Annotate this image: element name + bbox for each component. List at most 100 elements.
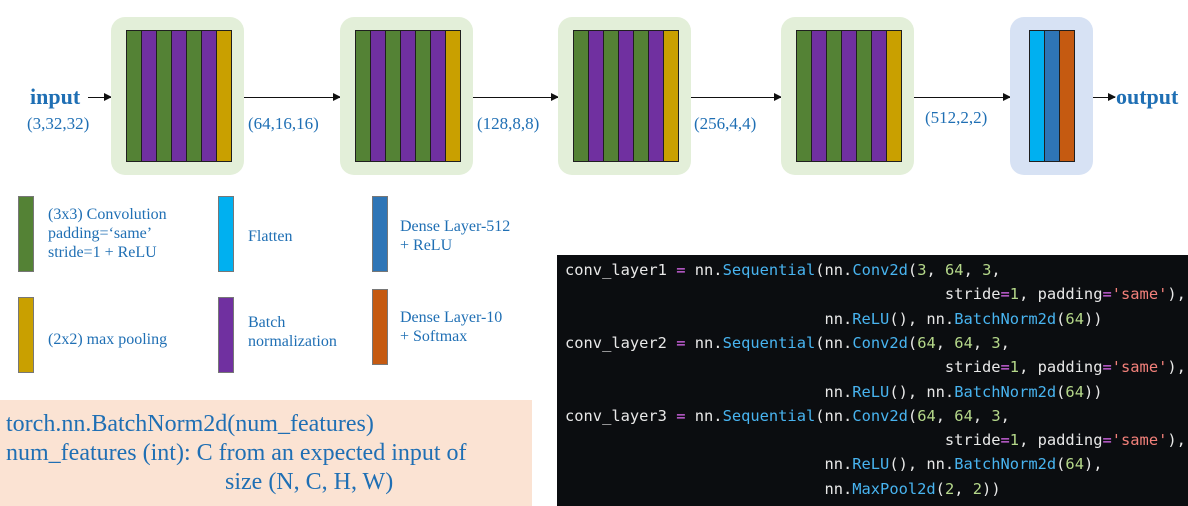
code-token: , [926, 261, 946, 279]
shape-label-3: (256,4,4) [694, 114, 757, 133]
batchnorm-layer [648, 30, 664, 162]
batchnorm-layer [141, 30, 157, 162]
note-line-1: torch.nn.BatchNorm2d(num_features) [6, 411, 374, 437]
batchnorm-note: torch.nn.BatchNorm2d(num_features) num_f… [0, 400, 532, 506]
code-token: ( [907, 333, 918, 352]
code-token: Sequential [722, 333, 816, 352]
code-token: , [991, 261, 1001, 279]
legend-swatch-batchnorm [218, 297, 234, 373]
code-token: , padding [1019, 285, 1103, 304]
code-token: ), [1167, 285, 1186, 304]
code-token: 1 [1009, 358, 1020, 377]
code-token: nn. [565, 382, 853, 401]
code-token: 'same' [1111, 285, 1168, 304]
code-token: nn. [565, 455, 853, 474]
note-line-2: num_features (int): C from an expected i… [6, 440, 467, 466]
code-token: = [676, 406, 686, 425]
code-token: ( [907, 406, 918, 425]
conv-layer [826, 30, 842, 162]
conv-layer [603, 30, 619, 162]
code-token: (), nn. [889, 309, 955, 328]
code-token: stride [565, 358, 1001, 377]
code-token: 1 [1009, 431, 1020, 450]
code-token: , [935, 333, 955, 352]
code-token: , [963, 261, 983, 279]
legend-text-maxpool: (2x2) max pooling [48, 331, 168, 348]
code-line: nn.ReLU(), nn.BatchNorm2d(64)) [565, 382, 1102, 401]
code-token: nn. [685, 261, 723, 279]
legend-text-dense512: Dense Layer-512 + ReLU [400, 218, 511, 254]
code-token: ), [1083, 455, 1103, 474]
code-token: 3 [991, 406, 1001, 425]
conv-block-1 [111, 17, 244, 175]
code-line: conv_layer1 = nn.Sequential(nn.Conv2d(3,… [565, 261, 1001, 279]
code-line: nn.ReLU(), nn.BatchNorm2d(64), [565, 455, 1103, 474]
legend-text-dense10: Dense Layer-10 + Softmax [400, 309, 503, 345]
code-token: = [1000, 431, 1010, 450]
batchnorm-layer [618, 30, 634, 162]
arrow [473, 93, 559, 101]
legend-swatch-dense512 [372, 196, 388, 272]
note-line-3: size (N, C, H, W) [225, 469, 394, 495]
code-token: conv_layer3 [565, 406, 677, 425]
code-token: = [676, 333, 686, 352]
code-token: nn. [565, 309, 853, 328]
code-token: 64 [1065, 455, 1084, 474]
legend-text-flatten: Flatten [248, 228, 293, 245]
code-token: nn. [685, 333, 723, 352]
block-layers [1029, 30, 1075, 162]
code-token: nn. [685, 406, 723, 425]
conv-block-2 [340, 17, 473, 175]
conv-layer [573, 30, 589, 162]
code-token: , [972, 333, 992, 352]
code-token: 64 [954, 333, 973, 352]
legend-swatch-conv [18, 196, 34, 272]
conv-block-4 [781, 17, 914, 175]
arrow [691, 93, 782, 101]
code-token: = [1102, 431, 1112, 450]
code-token: Conv2d [852, 406, 908, 425]
code-token: = [1000, 358, 1010, 377]
legend-text-batchnorm: Batch normalization [248, 314, 337, 350]
code-token: (), nn. [889, 382, 955, 401]
batchnorm-layer [171, 30, 187, 162]
arrow [1093, 93, 1116, 101]
code-token: ( [935, 479, 945, 498]
block-layers [126, 30, 232, 162]
maxpool-layer [886, 30, 902, 162]
batchnorm-layer [588, 30, 604, 162]
code-token: ( [1056, 382, 1066, 401]
code-token: BatchNorm2d [954, 455, 1057, 474]
legend-swatch-maxpool [18, 297, 34, 373]
code-token: MaxPool2d [852, 479, 936, 498]
code-token: 2 [972, 479, 983, 498]
dense512-layer [1044, 30, 1060, 162]
conv-block-3 [558, 17, 691, 175]
code-token: 'same' [1111, 431, 1168, 450]
code-token: 'same' [1111, 358, 1168, 377]
legend-swatch-dense10 [372, 289, 388, 365]
code-token: (), nn. [889, 455, 955, 474]
code-line: conv_layer2 = nn.Sequential(nn.Conv2d(64… [565, 334, 1010, 352]
code-token: , [1000, 406, 1010, 425]
code-token: = [1102, 358, 1112, 377]
conv-layer [796, 30, 812, 162]
block-layers [796, 30, 902, 162]
code-line: nn.ReLU(), nn.BatchNorm2d(64)) [565, 309, 1102, 328]
code-token: Sequential [722, 261, 816, 279]
dense-block [1010, 17, 1093, 175]
code-token: 3 [917, 261, 927, 279]
code-token: ( [1056, 309, 1066, 328]
code-token: ( [1056, 455, 1066, 474]
code-token: BatchNorm2d [954, 309, 1057, 328]
code-token: 64 [1065, 382, 1084, 401]
batchnorm-layer [201, 30, 217, 162]
conv-layer [633, 30, 649, 162]
code-token: nn. [565, 479, 853, 498]
code-token: , [1000, 333, 1010, 352]
code-token: = [1000, 285, 1010, 304]
batchnorm-layer [811, 30, 827, 162]
code-line: nn.MaxPool2d(2, 2)) [565, 479, 1000, 498]
code-token: (nn. [815, 406, 853, 425]
code-token: , [935, 406, 955, 425]
